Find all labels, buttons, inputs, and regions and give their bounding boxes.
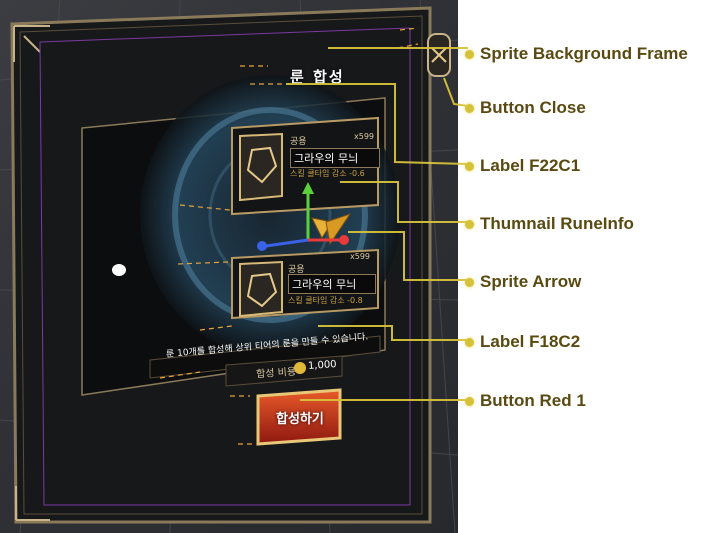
cost-label: 합성 비용	[255, 366, 297, 381]
card-effect: 스킬 쿨타임 감소 -0.8	[288, 296, 363, 305]
callout-thumbnail-runeinfo: Thumnail RuneInfo	[465, 214, 634, 234]
card-name: 그라우의 무늬	[288, 274, 376, 294]
callout-sprite-arrow: Sprite Arrow	[465, 272, 581, 292]
card-category: 공용	[290, 137, 307, 147]
card-count: x599	[350, 252, 371, 261]
callout-button-red-1: Button Red 1	[465, 391, 586, 411]
annotation-panel	[458, 0, 720, 533]
card-name: 그라우의 무늬	[290, 148, 380, 168]
button-red-1	[256, 388, 342, 446]
cost-value: 1,000	[307, 359, 337, 372]
compose-button-label[interactable]: 합성하기	[276, 412, 324, 427]
card-count: x599	[354, 132, 375, 141]
editor-viewport[interactable]: 룬 합성 공용 x599 그라우의 무늬 스킬 쿨타임 감소 -0.6 공용 x…	[0, 0, 458, 533]
callout-label-f18c2: Label F18C2	[465, 332, 580, 352]
card-category: 공용	[288, 265, 305, 275]
panel-title: 룬 합성	[290, 68, 345, 86]
callout-sprite-background-frame: Sprite Background Frame	[465, 44, 688, 64]
callout-label-f22c1: Label F22C1	[465, 156, 580, 176]
rune-compose-panel	[10, 6, 451, 524]
callout-button-close: Button Close	[465, 98, 586, 118]
card-effect: 스킬 쿨타임 감소 -0.6	[290, 169, 365, 178]
